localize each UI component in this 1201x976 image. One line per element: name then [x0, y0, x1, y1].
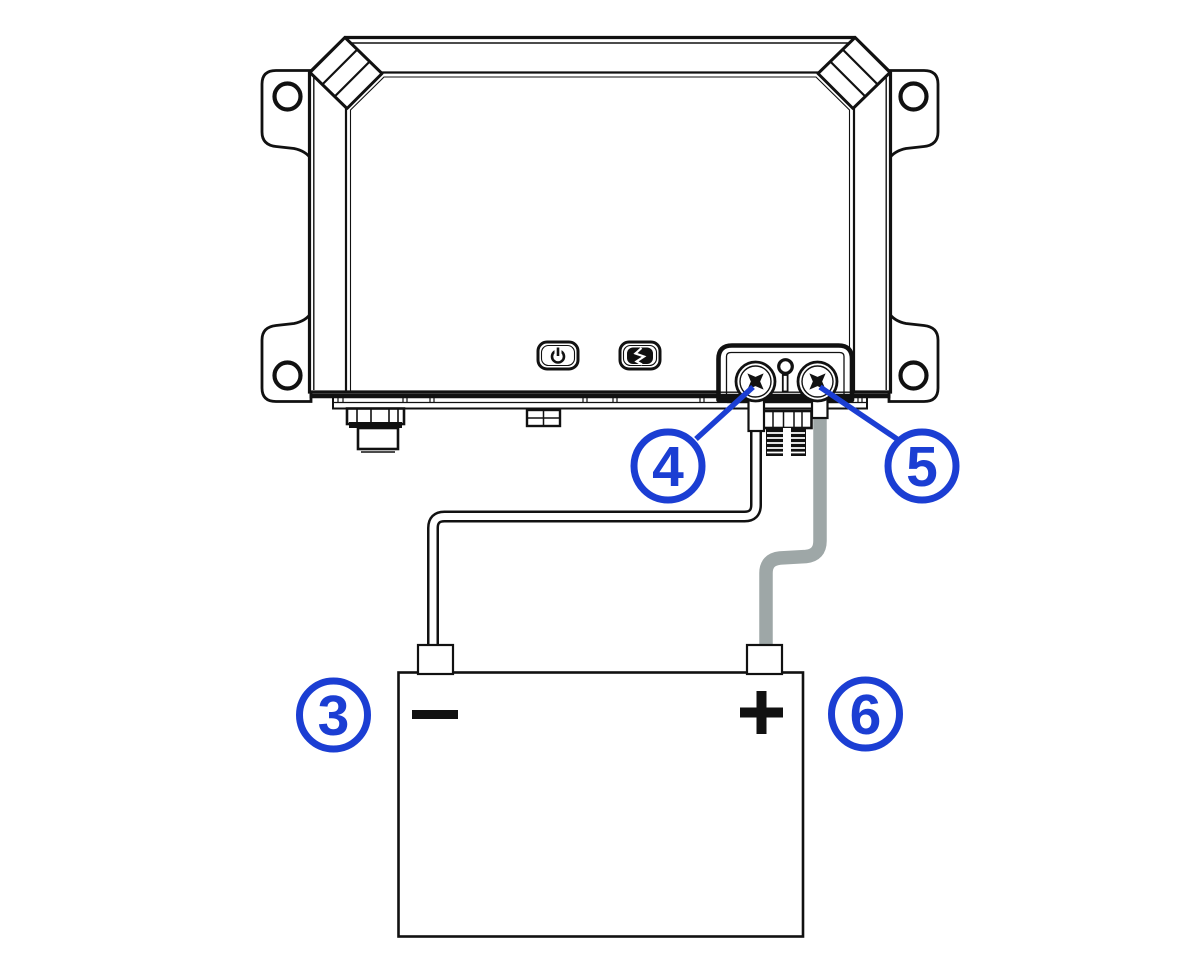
callout-3-label: 3	[318, 684, 350, 748]
minus-symbol	[412, 710, 458, 719]
callout-4: 4	[630, 428, 706, 504]
negative-wire	[427, 420, 762, 652]
battery	[397, 643, 805, 938]
device-body	[307, 35, 893, 399]
corner-bumper-top-right	[816, 36, 892, 110]
charge-icon	[627, 347, 653, 366]
charge-indicator	[618, 340, 662, 371]
positive-wire	[759, 412, 827, 652]
cable-connector	[345, 407, 406, 453]
indicator-hole-icon	[777, 358, 794, 375]
terminal-block	[716, 343, 855, 456]
cable-gland	[761, 409, 813, 456]
callout-5-label: 5	[906, 435, 938, 499]
mount-hole-icon	[898, 360, 929, 391]
callout-5: 5	[884, 428, 960, 504]
callout-4-leader	[694, 384, 755, 442]
mount-hole-icon	[272, 360, 303, 391]
mount-hole-icon	[272, 81, 303, 112]
power-icon	[550, 347, 566, 364]
battery-positive-terminal	[745, 643, 784, 676]
device-unit	[260, 35, 940, 453]
vent-block	[525, 408, 562, 428]
callouts: 3 4 5 6	[296, 384, 960, 753]
mount-hole-icon	[898, 81, 929, 112]
callout-5-leader	[818, 384, 899, 442]
mounting-tabs	[260, 69, 940, 403]
callout-6: 6	[828, 676, 903, 752]
corner-bumper-top-left	[308, 36, 384, 110]
callout-6-label: 6	[850, 683, 882, 747]
callout-4-label: 4	[652, 435, 684, 499]
callout-3: 3	[296, 677, 371, 753]
power-indicator	[536, 340, 580, 371]
battery-negative-terminal	[416, 643, 455, 676]
slot-icon	[781, 374, 789, 393]
plus-symbol	[740, 691, 783, 734]
